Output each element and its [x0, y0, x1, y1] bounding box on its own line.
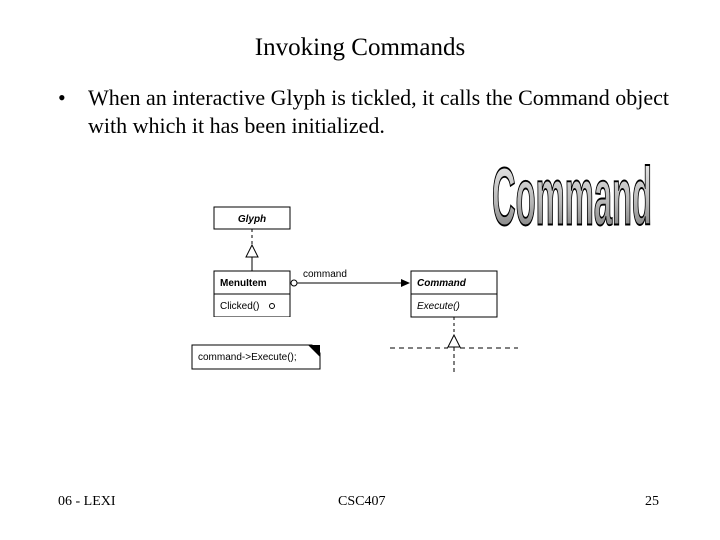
- footer-page-number: 25: [645, 494, 659, 510]
- menuitem-class-box: MenuItem Clicked(): [214, 271, 290, 317]
- footer-center: CSC407: [338, 494, 385, 510]
- glyph-class-name: Glyph: [238, 214, 266, 225]
- note-box: command->Execute();: [190, 317, 322, 369]
- wordart-command: Command: [492, 151, 652, 242]
- aggregation-icon: [291, 280, 297, 286]
- note-anchor-icon: [270, 304, 275, 309]
- command-class-name: Command: [417, 278, 467, 289]
- note-text: command->Execute();: [198, 352, 297, 363]
- menuitem-class-name: MenuItem: [220, 278, 267, 289]
- command-method: Execute(): [417, 301, 460, 312]
- association-command: command: [291, 269, 410, 287]
- menuitem-method: Clicked(): [220, 301, 259, 312]
- association-label: command: [303, 269, 347, 280]
- inheritance-arrow-command: [390, 317, 518, 375]
- wordart-text: Command: [492, 151, 652, 242]
- glyph-class-box: Glyph: [214, 207, 290, 229]
- command-class-box: Command Execute(): [411, 271, 497, 317]
- footer-left: 06 - LEXI: [58, 494, 116, 510]
- inheritance-arrow-glyph: [246, 229, 258, 271]
